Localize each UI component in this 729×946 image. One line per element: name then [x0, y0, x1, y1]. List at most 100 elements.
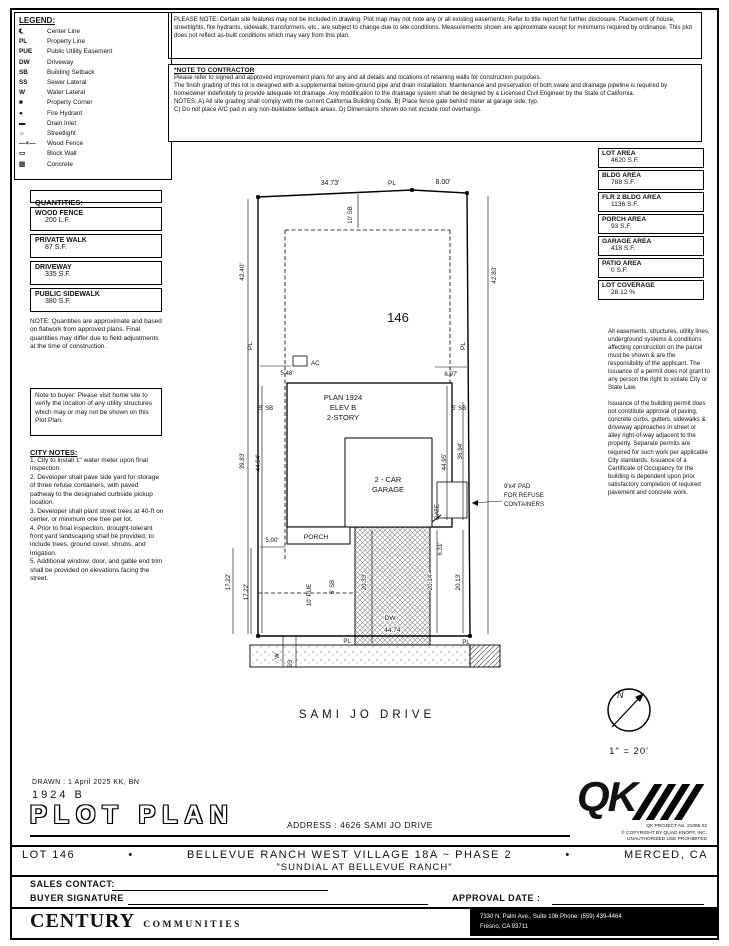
city-name: MERCED, CA [623, 849, 708, 861]
approval-date-text: APPROVAL DATE : [452, 893, 541, 903]
area-label: LOT AREA [602, 150, 636, 157]
address-text: ADDRESS : 4626 SAMI JO DRIVE [287, 820, 433, 830]
legend-label: Public Utility Easement [47, 48, 113, 56]
area-value: 0 S.F. [611, 267, 628, 274]
dim-label: 44.74' [384, 627, 402, 634]
quantity-item: PRIVATE WALK 87 S.F. [30, 234, 162, 258]
legend-label: Building Setback [47, 68, 95, 76]
legend-item: SB Building Setback [19, 68, 167, 78]
buyer-signature-label: BUYER SIGNATURE [30, 893, 124, 903]
city-notes-title: CITY NOTES: [30, 448, 78, 457]
garage-label: GARAGE [372, 485, 404, 494]
page-border [10, 8, 719, 940]
quantities-note-text: NOTE: Quantities are approximate and bas… [30, 318, 162, 351]
ac-label: AC [311, 360, 320, 367]
setback-label: 5' SB [259, 406, 273, 412]
sales-contact-text: SALES CONTACT: [30, 879, 115, 889]
sales-contact-line[interactable] [112, 890, 328, 892]
title-underline [30, 835, 570, 837]
drawn-line: DRAWN : 1 April 2025 KK, BN [32, 779, 139, 786]
brand-suffix: COMMUNITIES [143, 920, 242, 930]
quantity-value: 200 L.F. [45, 217, 70, 224]
qk-unauthorized-text: UNAUTHORIZED USE PROHIBITED [627, 837, 707, 842]
refuse-label: FOR REFUSE [504, 492, 544, 499]
please-note-box: PLEASE NOTE: Certain site features may n… [168, 12, 702, 59]
legend-label: Property Corner [47, 99, 93, 107]
sheet-title: PLOT PLAN [30, 801, 235, 830]
dim-label: 8.00' [436, 179, 451, 186]
legend-label: Sewer Lateral [47, 79, 87, 87]
dim-label: 5.48' [280, 370, 293, 377]
approval-date-line[interactable] [552, 904, 704, 906]
house-footprint [286, 355, 468, 545]
north-label: N [617, 690, 624, 700]
qk-copyright-text: © COPYRIGHT BY QUAD KNOPF, INC. [621, 831, 707, 836]
legend-item: ▭Block Wall [19, 149, 167, 159]
dim-label: 36.94' [457, 443, 464, 460]
dimension-lines [232, 194, 503, 667]
setback-icon: SB [19, 68, 28, 76]
pue-label: 10' PUE [306, 584, 313, 607]
legend-item: ▬Drain Inlet [19, 119, 167, 129]
quantity-item: PUBLIC SIDEWALK 380 S.F. [30, 288, 162, 312]
centerline-icon: ℄ [19, 28, 24, 35]
company-address-line2: Fresno, CA 93711 [480, 923, 528, 930]
area-item: LOT AREA 4620 S.F. [598, 148, 704, 168]
pl-marker: PL [247, 342, 254, 350]
dim-label: 20.33' [361, 574, 368, 591]
easement-disclaimer-text: All easements, structures, utility lines… [608, 328, 710, 496]
area-item: BLDG AREA 788 S.F. [598, 170, 704, 190]
plan-label: ELEV B [330, 403, 356, 412]
qk-logo: QK QK PROJECT No. 21086.02 © COPYRIGHT B… [577, 776, 713, 844]
dim-label: 44.94' [255, 455, 262, 472]
buyer-signature-text: BUYER SIGNATURE [30, 893, 124, 903]
bullet-icon: • [128, 849, 134, 861]
plan-number: 1924 B [32, 789, 85, 801]
qk-unauthorized: UNAUTHORIZED USE PROHIBITED [577, 837, 707, 843]
dim-label: 17.22' [225, 574, 232, 591]
refuse-label: 9'x4' PAD [504, 483, 531, 490]
wood-fence-icon: —×— [19, 140, 36, 148]
pl-marker: PL [343, 639, 351, 645]
legend-label: Fire Hydrant [47, 109, 83, 117]
water-lateral-label: W [275, 653, 281, 659]
sheet-title-text: PLOT PLAN [30, 801, 235, 829]
legend-label: Drain Inlet [47, 119, 77, 127]
contractor-note-body: Please refer to signed and approved impr… [174, 74, 668, 114]
area-value: 4620 S.F. [611, 157, 639, 164]
legend-label: Water Lateral [47, 89, 86, 97]
area-item: PATIO AREA 0 S.F. [598, 258, 704, 278]
scale-text: 1" = 20' [609, 746, 649, 757]
lot-boundary [256, 188, 472, 638]
setback-label: 10' SB [348, 206, 354, 224]
legend-title: LEGEND: [19, 16, 55, 25]
concrete-icon: ▨ [19, 160, 26, 168]
qk-copyright: © COPYRIGHT BY QUAD KNOPF, INC. [577, 831, 707, 837]
buyer-note-box: Note to buyer: Please visit home site to… [30, 388, 162, 436]
buyer-signature-line[interactable] [128, 904, 428, 906]
city-notes: CITY NOTES: 1. City to install 1" water … [30, 448, 164, 584]
lot-number: 146 [387, 310, 409, 325]
legend-label: Driveway [47, 58, 74, 66]
pl-marker: PL [388, 180, 396, 187]
quantity-value: 87 S.F. [45, 244, 67, 251]
block-wall-icon: ▭ [19, 150, 26, 158]
quantity-value: 380 S.F. [45, 298, 71, 305]
area-item: GARAGE AREA 418 S.F. [598, 236, 704, 256]
easement-disclaimer: All easements, structures, utility lines… [608, 320, 710, 497]
quantity-label: WOOD FENCE [35, 210, 84, 217]
legend-item: ℄Center Line [19, 27, 167, 37]
please-note-text: PLEASE NOTE: Certain site features may n… [174, 16, 693, 40]
company-address-bar: 7330 N. Palm Ave., Suite 106 Phone: (559… [470, 909, 717, 936]
setback-label: 5' SB [330, 580, 336, 594]
dim-label: 42.40' [239, 263, 246, 281]
quantities-title: QUANTITIES: [35, 198, 83, 207]
brand-name: CENTURY [30, 910, 136, 932]
dim-label: 5.00' [265, 537, 278, 544]
driveway-icon: DW [19, 58, 30, 66]
area-label: GARAGE AREA [602, 238, 652, 245]
area-value: 93 S.F. [611, 223, 632, 230]
